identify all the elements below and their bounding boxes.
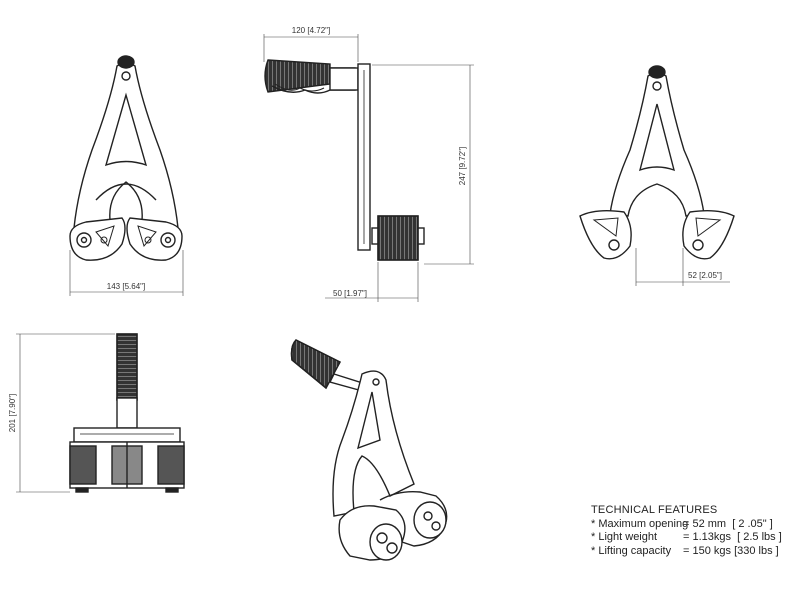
technical-features-title: TECHNICAL FEATURES [591,504,718,516]
technical-features: TECHNICAL FEATURES * Maximum opening= 52… [591,504,782,558]
feature-value: = 150 kgs [330 lbs ] [683,544,779,557]
feature-row: * Maximum opening= 52 mm [ 2 .05" ] [591,518,782,532]
feature-row: * Light weight = 1.13kgs [ 2.5 lbs ] [591,531,782,545]
side-dimensions [263,34,474,302]
open-gap-label: 52 [2.05"] [688,271,722,280]
feature-value: = 52 mm [ 2 .05" ] [683,517,773,530]
feature-row: * Lifting capacity = 150 kgs [330 lbs ] [591,545,782,559]
feature-label: * Maximum opening [591,517,689,530]
front-width-label: 143 [5.64"] [107,282,145,291]
bottom-height-label: 201 [7.90"] [8,394,17,432]
side-roller-width-label: 50 [1.97"] [333,289,367,298]
bottom-view [69,333,185,493]
side-height-label: 247 [9.72"] [458,147,467,185]
feature-label: * Lifting capacity [591,544,672,557]
feature-value: = 1.13kgs [ 2.5 lbs ] [683,531,782,543]
front-width-dimension [69,250,184,296]
open-gap-dimension [635,248,730,286]
feature-label: * Light weight [591,531,658,543]
isometric-view [290,339,448,561]
side-view [264,59,425,261]
bottom-height-dimension [16,333,115,493]
front-view [69,55,183,261]
side-handle-length-label: 120 [4.72"] [292,26,330,35]
open-view [579,65,735,260]
